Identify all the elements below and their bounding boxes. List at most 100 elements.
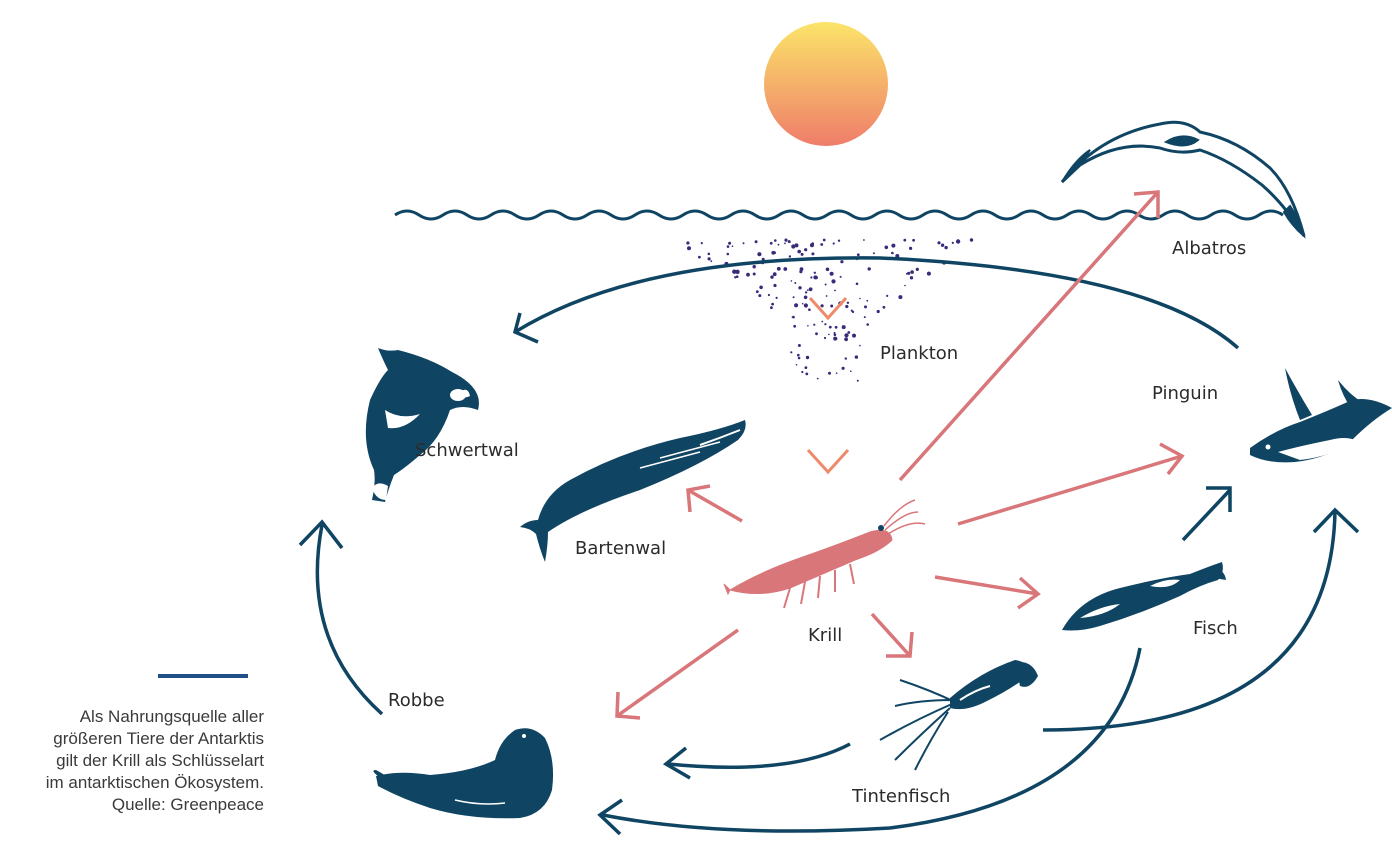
plankton-dot: [790, 351, 792, 353]
plankton-dot: [891, 252, 893, 254]
plankton-dot: [798, 357, 801, 360]
plankton-dot: [906, 273, 908, 275]
tintenfisch-to-robbe-arrow: [666, 744, 850, 778]
robbe-to-schwertwal-arrow: [300, 522, 382, 714]
plankton-dot: [831, 279, 835, 283]
plankton-dot: [759, 286, 763, 290]
plankton-dot: [844, 333, 848, 337]
plankton-dot: [821, 321, 823, 323]
plankton-dot: [800, 267, 804, 271]
pinguin-icon: [1250, 368, 1392, 462]
plankton-dot: [912, 239, 915, 242]
plankton-dot: [708, 253, 711, 256]
plankton-dot: [840, 260, 843, 263]
krill-icon: [724, 500, 925, 608]
plankton-dot: [910, 270, 914, 274]
plankton-dot: [806, 356, 809, 359]
plankton-dot: [727, 245, 730, 248]
plankton-dot: [868, 267, 871, 270]
plankton-dot: [937, 241, 940, 244]
plankton-dot: [732, 245, 734, 247]
caption-rule: [158, 674, 248, 678]
plankton-dot: [842, 367, 845, 370]
plankton-dot: [815, 332, 818, 335]
plankton-dot: [956, 239, 960, 243]
plankton-dot: [916, 268, 919, 271]
plankton-dot: [830, 272, 834, 276]
plankton-dot: [732, 270, 736, 274]
plankton-dot: [821, 304, 824, 307]
label-krill: Krill: [808, 625, 842, 646]
plankton-dot: [743, 242, 745, 244]
plankton-dot: [838, 240, 840, 242]
plankton-dot: [877, 310, 880, 313]
plankton-dot: [708, 257, 711, 260]
plankton-dot: [783, 267, 787, 271]
krill-to-albatros-arrow: [900, 192, 1158, 480]
plankton-dot: [844, 337, 848, 341]
caption-line: gilt der Krill als Schlüsselart: [4, 750, 264, 772]
plankton-dot: [873, 252, 875, 254]
plankton-dot: [834, 332, 836, 334]
plankton-dot: [798, 252, 800, 254]
plankton-dot: [850, 370, 852, 372]
robbe-icon: [373, 728, 553, 818]
plankton-dot: [789, 255, 791, 257]
plankton-dot: [829, 326, 832, 329]
plankton-dot: [791, 280, 793, 282]
plankton-dot: [796, 364, 798, 366]
label-bartenwal: Bartenwal: [575, 538, 666, 559]
krill-to-pinguin-arrow: [958, 444, 1182, 524]
plankton-dot: [842, 325, 846, 329]
plankton-dot: [817, 378, 819, 380]
caption-line: Als Nahrungsquelle aller: [4, 706, 264, 728]
plankton-dot: [823, 239, 826, 242]
plankton-dot: [828, 334, 830, 336]
plankton-dot: [814, 272, 816, 274]
plankton-dot: [687, 246, 691, 250]
plankton-dot: [851, 310, 853, 312]
plankton-dot: [845, 357, 847, 359]
plankton-dot: [852, 334, 856, 338]
plankton-dot: [710, 260, 712, 262]
plankton-dot: [768, 294, 770, 296]
plankton-dot: [773, 251, 776, 254]
plankton-dot: [927, 272, 931, 276]
plankton-dot: [804, 248, 807, 251]
plankton-dot: [813, 324, 815, 326]
plankton-dot: [845, 305, 848, 308]
plankton-dot: [859, 345, 861, 347]
plankton-dot: [773, 272, 777, 276]
plankton-dot: [770, 242, 773, 245]
plankton-dot: [809, 287, 813, 291]
plankton-dot: [833, 242, 835, 244]
caption-line: im antarktischen Ökosystem.: [4, 772, 264, 794]
plankton-dot: [756, 290, 759, 293]
plankton-dot: [758, 294, 761, 297]
plankton-dot: [804, 296, 808, 300]
krill-to-bartenwal-arrow: [688, 486, 742, 521]
plankton-dot: [898, 295, 902, 299]
plankton-dot: [904, 285, 906, 287]
pinguin-to-schwertwal-arrow: [515, 258, 1238, 348]
plankton-dot: [728, 242, 731, 245]
plankton-dot: [777, 267, 781, 271]
plankton-dot: [773, 284, 776, 287]
plankton-dot: [801, 371, 803, 373]
plankton-dot: [941, 244, 944, 247]
plankton-dot: [774, 239, 777, 242]
plankton-dot: [847, 302, 849, 304]
plankton-dot: [883, 306, 886, 309]
plankton-dot: [910, 276, 913, 279]
plankton-dot: [807, 325, 809, 327]
plankton-dot: [805, 291, 807, 293]
label-fisch: Fisch: [1193, 618, 1238, 639]
krill-to-robbe-arrow: [617, 630, 738, 718]
plankton-dot: [885, 246, 889, 250]
plankton-dot: [802, 303, 804, 305]
plankton-dot: [797, 354, 800, 357]
plankton-dot: [970, 238, 973, 241]
label-tintenfisch: Tintenfisch: [852, 786, 950, 807]
plankton-dot: [859, 298, 861, 300]
plankton-dot: [784, 239, 787, 242]
